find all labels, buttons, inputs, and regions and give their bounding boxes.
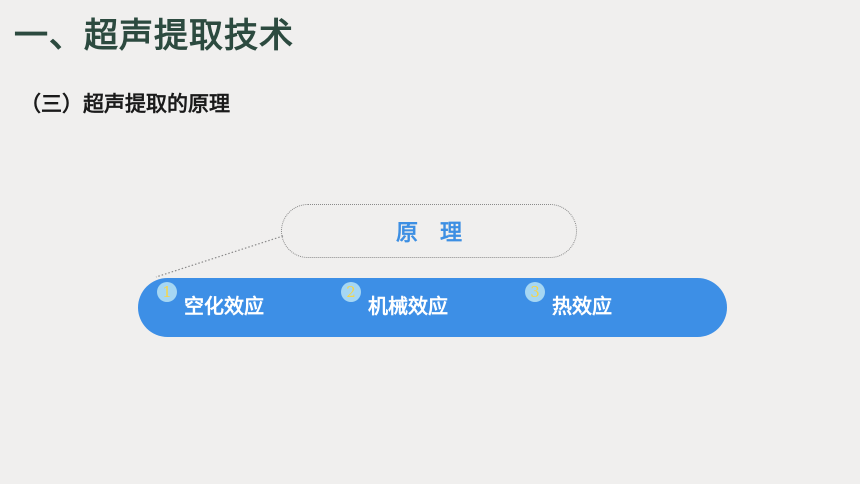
principle-box: 原 理 — [281, 204, 577, 258]
effect-item-cavitation: 1 空化效应 — [157, 282, 264, 319]
effect-item-mechanical: 2 机械效应 — [341, 282, 448, 319]
effect-label-mechanical: 机械效应 — [368, 294, 448, 318]
effect-label-thermal: 热效应 — [552, 294, 612, 318]
section-subtitle: （三）超声提取的原理 — [20, 92, 230, 116]
main-title: 一、超声提取技术 — [14, 16, 294, 56]
principle-label: 原 理 — [395, 221, 462, 246]
effect-label-cavitation: 空化效应 — [184, 294, 264, 318]
effect-item-thermal: 3 热效应 — [525, 282, 612, 319]
effects-bar: 1 空化效应 2 机械效应 3 热效应 — [138, 278, 727, 337]
number-badge-2: 2 — [341, 282, 361, 302]
number-badge-3: 3 — [525, 282, 545, 302]
number-badge-1: 1 — [157, 282, 177, 302]
